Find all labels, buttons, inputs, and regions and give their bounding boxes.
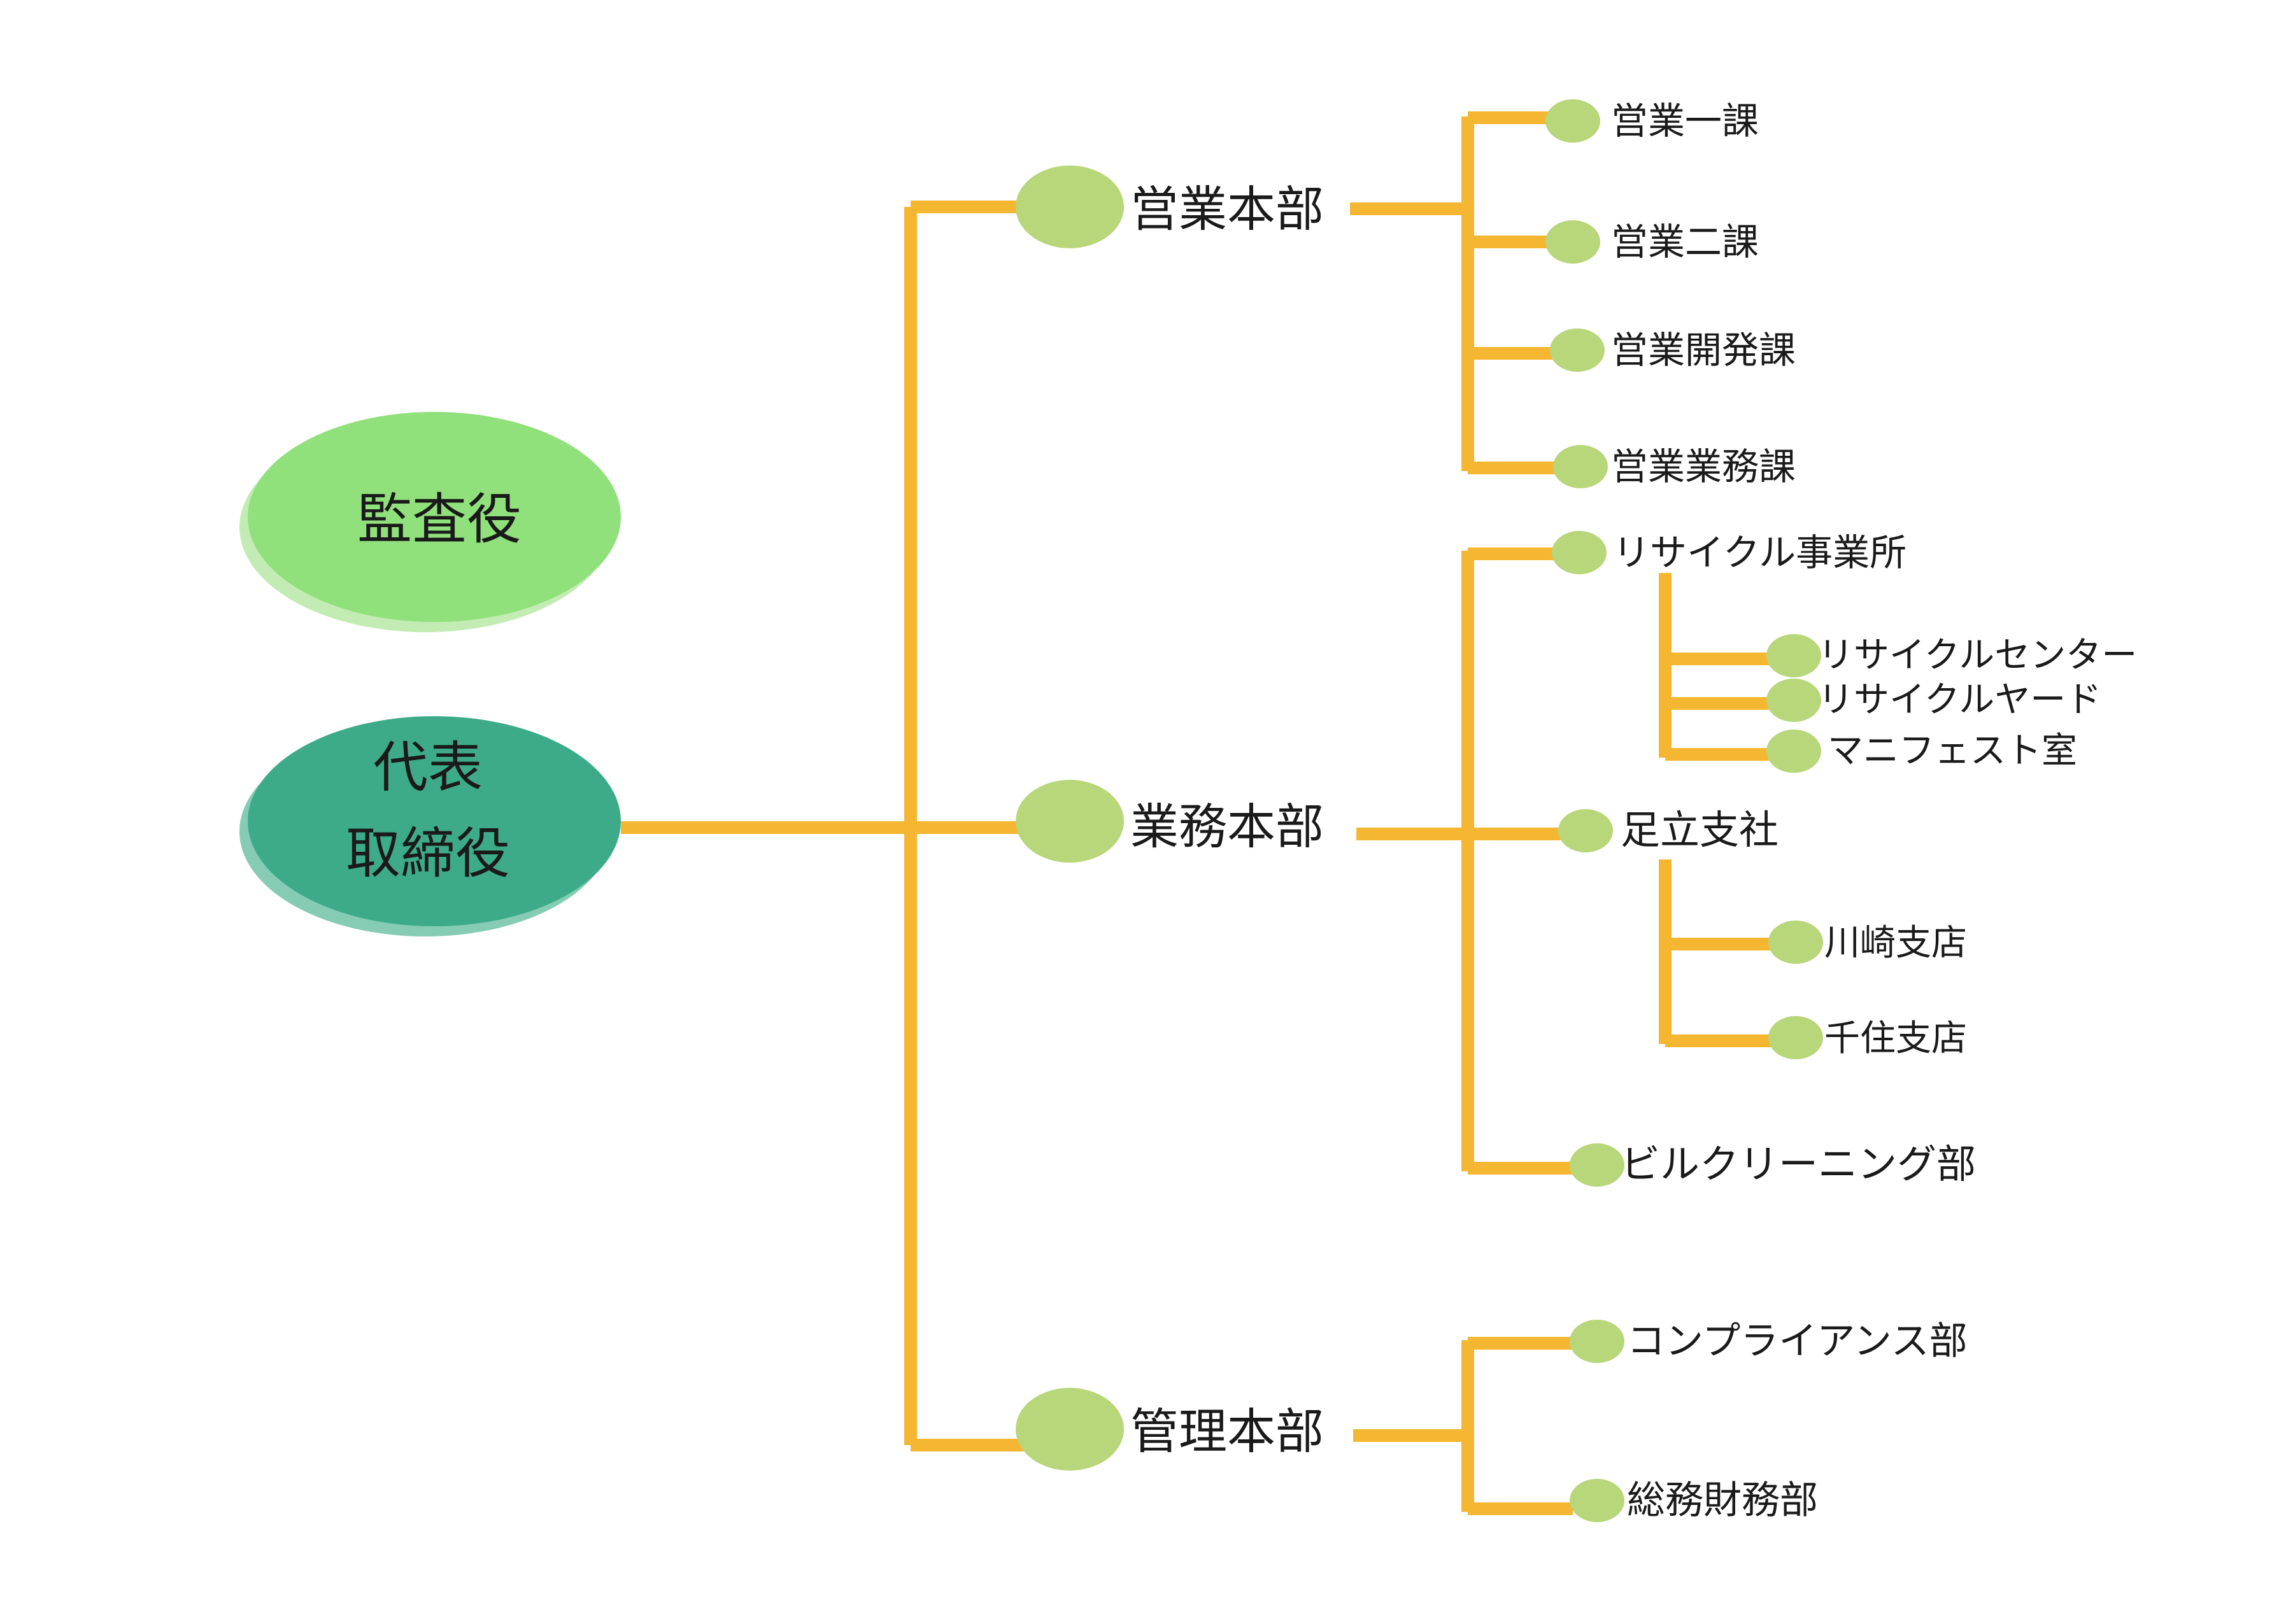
admin-unit-label: コンプライアンス部 (1627, 1319, 1968, 1364)
connector-lines (621, 111, 1777, 1515)
unit-dot (1570, 1320, 1624, 1363)
division-label-admin: 管理本部 (1130, 1403, 1324, 1460)
division-dot (1016, 1388, 1124, 1471)
ceo-node: 代表 取締役 (239, 716, 621, 936)
auditor-label: 監査役 (357, 488, 522, 551)
unit-dot (1550, 328, 1605, 372)
sales-unit-label: 営業業務課 (1611, 445, 1796, 488)
unit-dot (1768, 921, 1823, 964)
sales-unit-label: 営業二課 (1611, 220, 1759, 264)
unit-dots (1545, 99, 1823, 1522)
ceo-oval (248, 716, 621, 926)
cleaning-dept-label: ビルクリーニング部 (1621, 1141, 1976, 1187)
division-label-sales: 営業本部 (1130, 181, 1324, 237)
adachi-branch-label: 足立支社 (1621, 807, 1778, 853)
unit-dot (1570, 1143, 1624, 1187)
unit-dot (1553, 445, 1608, 488)
ceo-label-line2: 取締役 (346, 822, 510, 886)
auditor-node: 監査役 (239, 412, 621, 632)
recycle-child-label: リサイクルセンター (1818, 635, 2137, 676)
unit-dot (1766, 730, 1821, 773)
unit-dot (1552, 531, 1607, 574)
admin-unit-label: 総務財務部 (1627, 1478, 1818, 1523)
adachi-child-label: 千住支店 (1824, 1018, 1967, 1059)
sales-unit-label: 営業開発課 (1611, 328, 1796, 372)
adachi-child-label: 川崎支店 (1824, 922, 1967, 964)
unit-dot (1558, 809, 1613, 852)
unit-dot (1768, 1016, 1823, 1059)
unit-dot (1766, 634, 1821, 677)
unit-dot (1570, 1479, 1624, 1522)
unit-dot (1545, 99, 1600, 143)
sales-unit-label: 営業一課 (1611, 99, 1759, 143)
unit-dot (1545, 220, 1600, 264)
recycle-child-label: リサイクルヤード (1818, 679, 2101, 721)
division-label-operations: 業務本部 (1130, 798, 1324, 855)
division-dot (1016, 166, 1124, 248)
division-dot (1016, 780, 1124, 863)
ceo-label-line1: 代表 (373, 736, 483, 800)
auditor-oval (248, 412, 621, 622)
division-dots (1016, 166, 1124, 1471)
recycle-child-label: マニフェスト室 (1828, 730, 2077, 772)
recycle-office-label: リサイクル事業所 (1613, 531, 1906, 574)
unit-dot (1766, 679, 1821, 722)
